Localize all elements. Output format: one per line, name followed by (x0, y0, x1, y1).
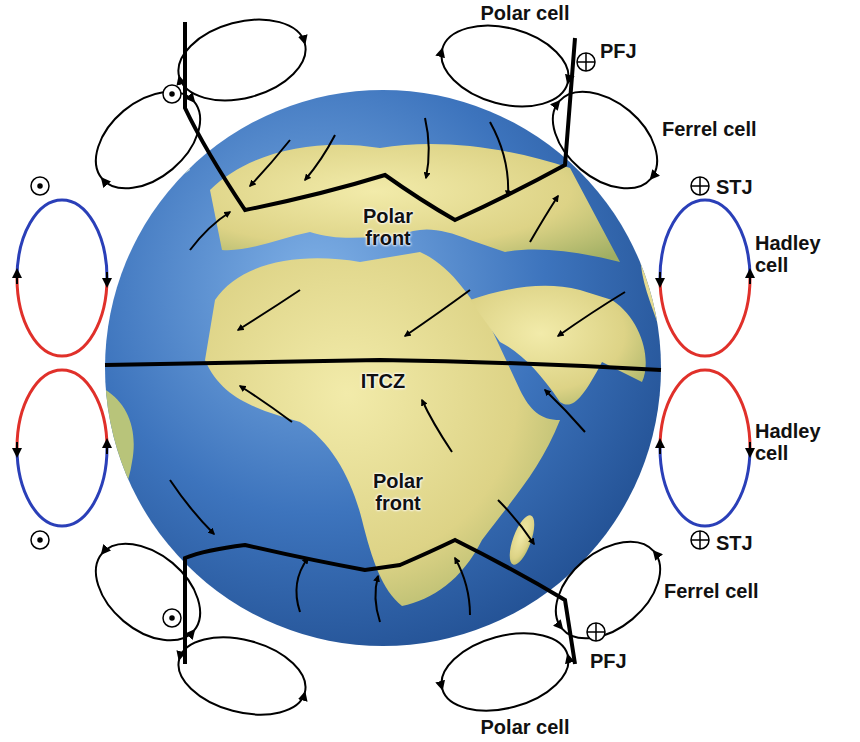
cell-label: Hadley cell (755, 232, 845, 276)
hadley-cell-loop (17, 200, 107, 356)
hadley-cell-loop (17, 370, 107, 526)
front-label: Polar front (353, 470, 443, 514)
cell-label: Polar cell (445, 2, 605, 24)
ferrel-cell-loop (538, 522, 679, 657)
continents (80, 140, 700, 606)
globe (105, 90, 661, 646)
hadley-cell-loop (660, 200, 750, 356)
polar-cell-loop (170, 624, 314, 727)
front-label: Polar front (343, 205, 433, 249)
polar-front-line (185, 22, 575, 220)
cell-label: Ferrel cell (662, 118, 757, 140)
polar-cell-loop (433, 620, 577, 723)
itcz-label: ITCZ (338, 370, 428, 392)
polar-cell-loop (432, 12, 577, 119)
ferrel-cell-loop (78, 72, 219, 207)
wind-arrows (170, 118, 625, 622)
cell-label: Hadley cell (755, 420, 845, 464)
itcz-line (105, 360, 661, 370)
hadley-cell-loop (660, 370, 750, 526)
polar-front-line (185, 540, 575, 664)
ferrel-cell-loop (535, 72, 676, 207)
ferrel-cell-loop (78, 524, 219, 659)
jet-symbols (31, 53, 709, 641)
cell-label: Polar cell (445, 716, 605, 738)
jet-label: STJ (716, 176, 753, 198)
jet-label: PFJ (600, 40, 637, 62)
cell-label: Ferrel cell (664, 580, 759, 602)
jet-label: STJ (716, 532, 753, 554)
jet-label: PFJ (590, 650, 627, 672)
